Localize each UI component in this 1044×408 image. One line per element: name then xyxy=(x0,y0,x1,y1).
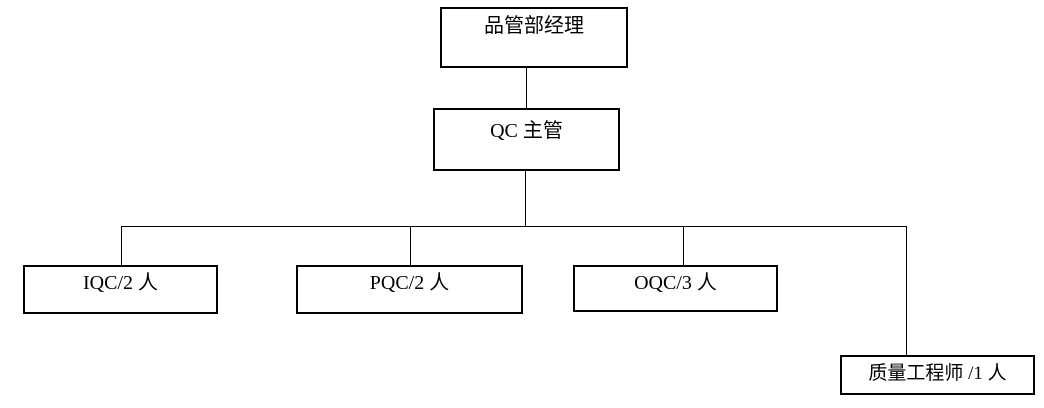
connector-drop-oqc xyxy=(683,226,684,265)
org-node-pqc: PQC/2 人 xyxy=(296,265,523,314)
connector-branch-horizontal xyxy=(121,226,907,227)
org-node-manager-label: 品管部经理 xyxy=(484,15,584,37)
connector-drop-engineer xyxy=(906,226,907,355)
connector-manager-to-qc xyxy=(526,68,527,108)
org-node-quality-engineer-label: 质量工程师 /1 人 xyxy=(868,363,1007,384)
org-node-qc-supervisor: QC 主管 xyxy=(433,108,620,171)
org-node-oqc-label: OQC/3 人 xyxy=(634,272,717,294)
org-node-pqc-label: PQC/2 人 xyxy=(369,272,450,294)
org-node-oqc: OQC/3 人 xyxy=(573,265,778,312)
org-node-manager: 品管部经理 xyxy=(440,7,628,68)
org-node-iqc-label: IQC/2 人 xyxy=(83,272,158,294)
connector-qc-stem xyxy=(525,171,526,226)
org-node-qc-supervisor-label: QC 主管 xyxy=(490,120,563,142)
org-node-quality-engineer: 质量工程师 /1 人 xyxy=(840,355,1035,395)
connector-drop-pqc xyxy=(410,226,411,265)
connector-drop-iqc xyxy=(121,226,122,265)
org-node-iqc: IQC/2 人 xyxy=(23,265,218,314)
